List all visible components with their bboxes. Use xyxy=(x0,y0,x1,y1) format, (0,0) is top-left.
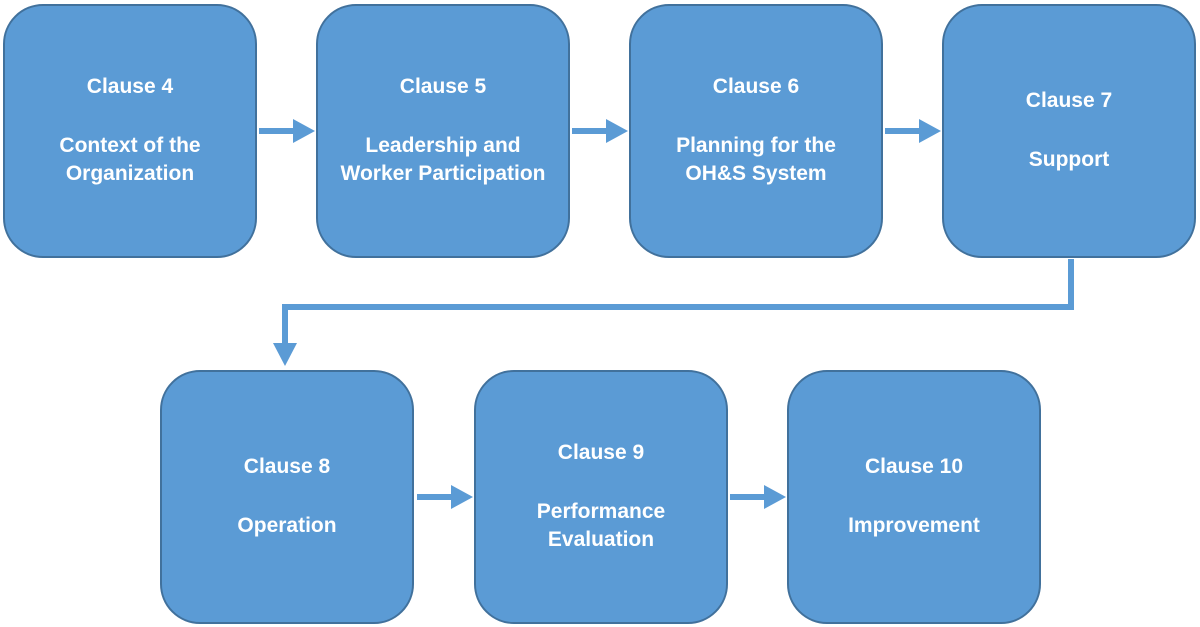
clause-8-box: Clause 8 Operation xyxy=(160,370,414,624)
arrowhead-9-to-10 xyxy=(764,485,786,509)
clause-6-title: Clause 6 xyxy=(712,75,800,98)
clause-5-description: Leadership and Worker Participation xyxy=(340,134,546,185)
clause-7-box: Clause 7 Support xyxy=(942,4,1196,258)
clause-9-description: Performance Evaluation xyxy=(536,500,666,551)
clause-6-description: Planning for the OH&S System xyxy=(676,134,836,185)
arrowhead-8-to-9 xyxy=(451,485,473,509)
clause-8-description: Operation xyxy=(237,514,337,537)
arrowhead-6-to-7 xyxy=(919,119,941,143)
arrow-7-to-8 xyxy=(282,259,1074,345)
arrowhead-4-to-5 xyxy=(293,119,315,143)
arrowhead-7-to-8 xyxy=(273,343,297,366)
clause-7-title: Clause 7 xyxy=(1025,89,1113,112)
clause-9-title: Clause 9 xyxy=(557,441,645,464)
clause-4-description: Context of the Organization xyxy=(59,134,201,185)
clause-8-title: Clause 8 xyxy=(243,455,331,478)
clause-5-title: Clause 5 xyxy=(399,75,487,98)
clause-10-box: Clause 10 Improvement xyxy=(787,370,1041,624)
clause-6-box: Clause 6 Planning for the OH&S System xyxy=(629,4,883,258)
clause-4-box: Clause 4 Context of the Organization xyxy=(3,4,257,258)
arrowhead-5-to-6 xyxy=(606,119,628,143)
clause-4-title: Clause 4 xyxy=(86,75,174,98)
clause-7-description: Support xyxy=(1028,148,1110,171)
clause-9-box: Clause 9 Performance Evaluation xyxy=(474,370,728,624)
clause-10-title: Clause 10 xyxy=(864,455,964,478)
clause-5-box: Clause 5 Leadership and Worker Participa… xyxy=(316,4,570,258)
clause-10-description: Improvement xyxy=(848,514,980,537)
